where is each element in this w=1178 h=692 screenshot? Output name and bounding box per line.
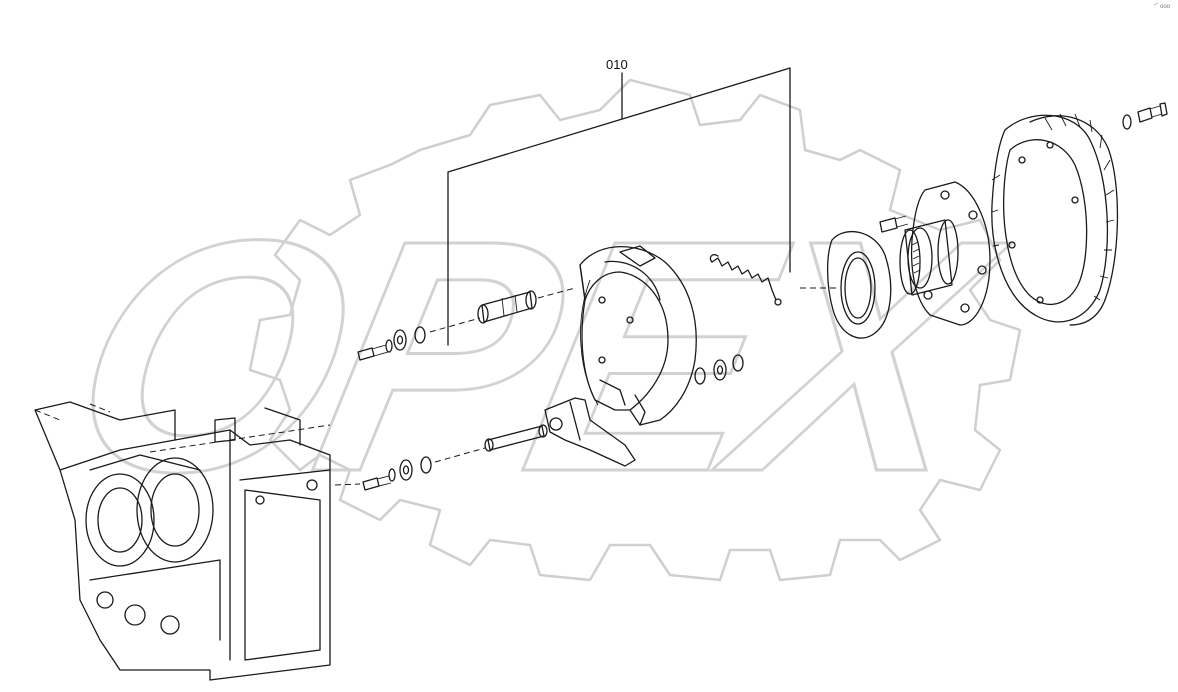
lower-bolt-set bbox=[334, 447, 486, 491]
callout-label: 010 bbox=[606, 57, 628, 72]
brake-shoes bbox=[579, 245, 697, 426]
upper-bolt-set bbox=[357, 317, 481, 361]
shoe-washers bbox=[694, 354, 744, 385]
callout-010: 010 bbox=[447, 57, 791, 346]
brake-drum bbox=[991, 113, 1119, 326]
brake-lever bbox=[544, 397, 636, 467]
watermark: OPEX bbox=[44, 78, 1029, 582]
hub-flange bbox=[899, 181, 991, 326]
return-spring bbox=[709, 254, 782, 306]
transmission-housing bbox=[34, 401, 331, 681]
drum-screw-set bbox=[1122, 102, 1168, 130]
hub-bolt bbox=[879, 215, 909, 233]
anchor-pin bbox=[484, 424, 548, 452]
watermark-text: OPEX bbox=[45, 171, 1027, 540]
corner-mark: °ˇ ooo bbox=[1153, 4, 1170, 10]
dust-shield-plate bbox=[800, 231, 892, 339]
watermark-gear bbox=[248, 78, 1022, 582]
cam-pin bbox=[477, 287, 576, 324]
callout-bracket bbox=[447, 67, 791, 346]
